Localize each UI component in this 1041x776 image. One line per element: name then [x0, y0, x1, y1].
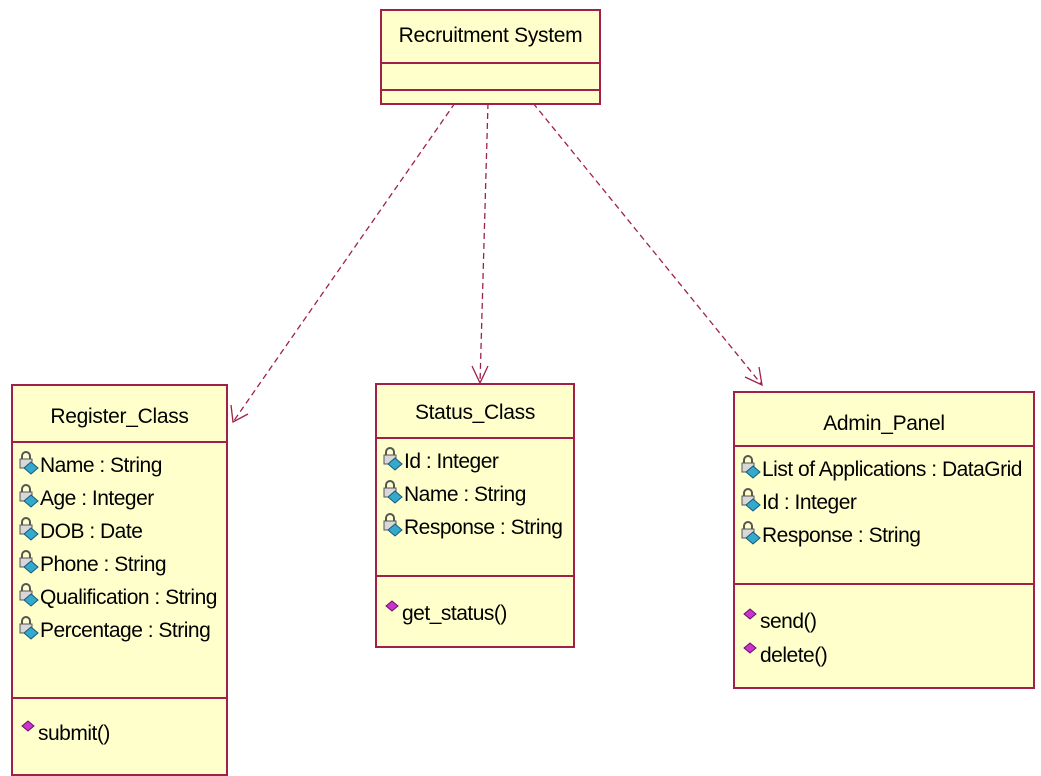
- operation-row: submit(): [21, 717, 226, 751]
- attribute-row: DOB : Date: [17, 515, 226, 548]
- attributes-compartment: [382, 64, 599, 91]
- dependency-line-status: [479, 102, 489, 384]
- operations-compartment: submit(): [13, 699, 226, 774]
- class-name: Status_Class: [377, 385, 573, 439]
- dependency-line-register: [232, 102, 456, 423]
- attribute-row: Name : String: [17, 449, 226, 482]
- private-attribute-icon: [17, 549, 40, 580]
- operations-compartment: [382, 91, 599, 103]
- operations-compartment: send() delete(): [735, 585, 1033, 687]
- private-attribute-icon: [739, 520, 762, 551]
- private-attribute-icon: [739, 454, 762, 485]
- class-name: Register_Class: [13, 386, 226, 443]
- attributes-compartment: List of Applications : DataGrid Id : Int…: [735, 447, 1033, 585]
- register-class[interactable]: Register_Class Name : String Age : Integ…: [11, 384, 228, 776]
- class-name: Admin_Panel: [735, 393, 1033, 447]
- operation-row: get_status(): [385, 597, 573, 631]
- private-attribute-icon: [17, 615, 40, 646]
- attributes-compartment: Id : Integer Name : String Response : St…: [377, 439, 573, 577]
- attribute-row: Id : Integer: [739, 486, 1033, 519]
- status-class[interactable]: Status_Class Id : Integer Name : String …: [375, 383, 575, 648]
- private-attribute-icon: [381, 446, 404, 477]
- public-operation-icon: [743, 608, 760, 636]
- operations-compartment: get_status(): [377, 577, 573, 646]
- attribute-row: Phone : String: [17, 548, 226, 581]
- dependency-line-admin: [532, 102, 763, 386]
- attribute-row: Name : String: [381, 478, 573, 511]
- private-attribute-icon: [381, 512, 404, 543]
- attribute-row: Response : String: [739, 519, 1033, 552]
- operation-row: send(): [743, 605, 1033, 639]
- private-attribute-icon: [739, 487, 762, 518]
- private-attribute-icon: [17, 582, 40, 613]
- dependency-arrowhead-admin: [744, 366, 763, 387]
- attributes-compartment: Name : String Age : Integer DOB : Date P…: [13, 443, 226, 699]
- attribute-row: Id : Integer: [381, 445, 573, 478]
- public-operation-icon: [743, 642, 760, 670]
- admin-panel-class[interactable]: Admin_Panel List of Applications : DataG…: [733, 391, 1035, 689]
- private-attribute-icon: [17, 516, 40, 547]
- private-attribute-icon: [381, 479, 404, 510]
- attribute-row: Qualification : String: [17, 581, 226, 614]
- attribute-row: List of Applications : DataGrid: [739, 453, 1033, 486]
- attribute-row: Age : Integer: [17, 482, 226, 515]
- attribute-row: Percentage : String: [17, 614, 226, 647]
- public-operation-icon: [21, 720, 38, 748]
- dependency-arrowhead-register: [230, 404, 249, 424]
- private-attribute-icon: [17, 450, 40, 481]
- private-attribute-icon: [17, 483, 40, 514]
- public-operation-icon: [385, 600, 402, 628]
- class-name: Recruitment System: [382, 11, 599, 64]
- operation-row: delete(): [743, 639, 1033, 673]
- recruitment-system-class[interactable]: Recruitment System: [380, 9, 601, 105]
- attribute-row: Response : String: [381, 511, 573, 544]
